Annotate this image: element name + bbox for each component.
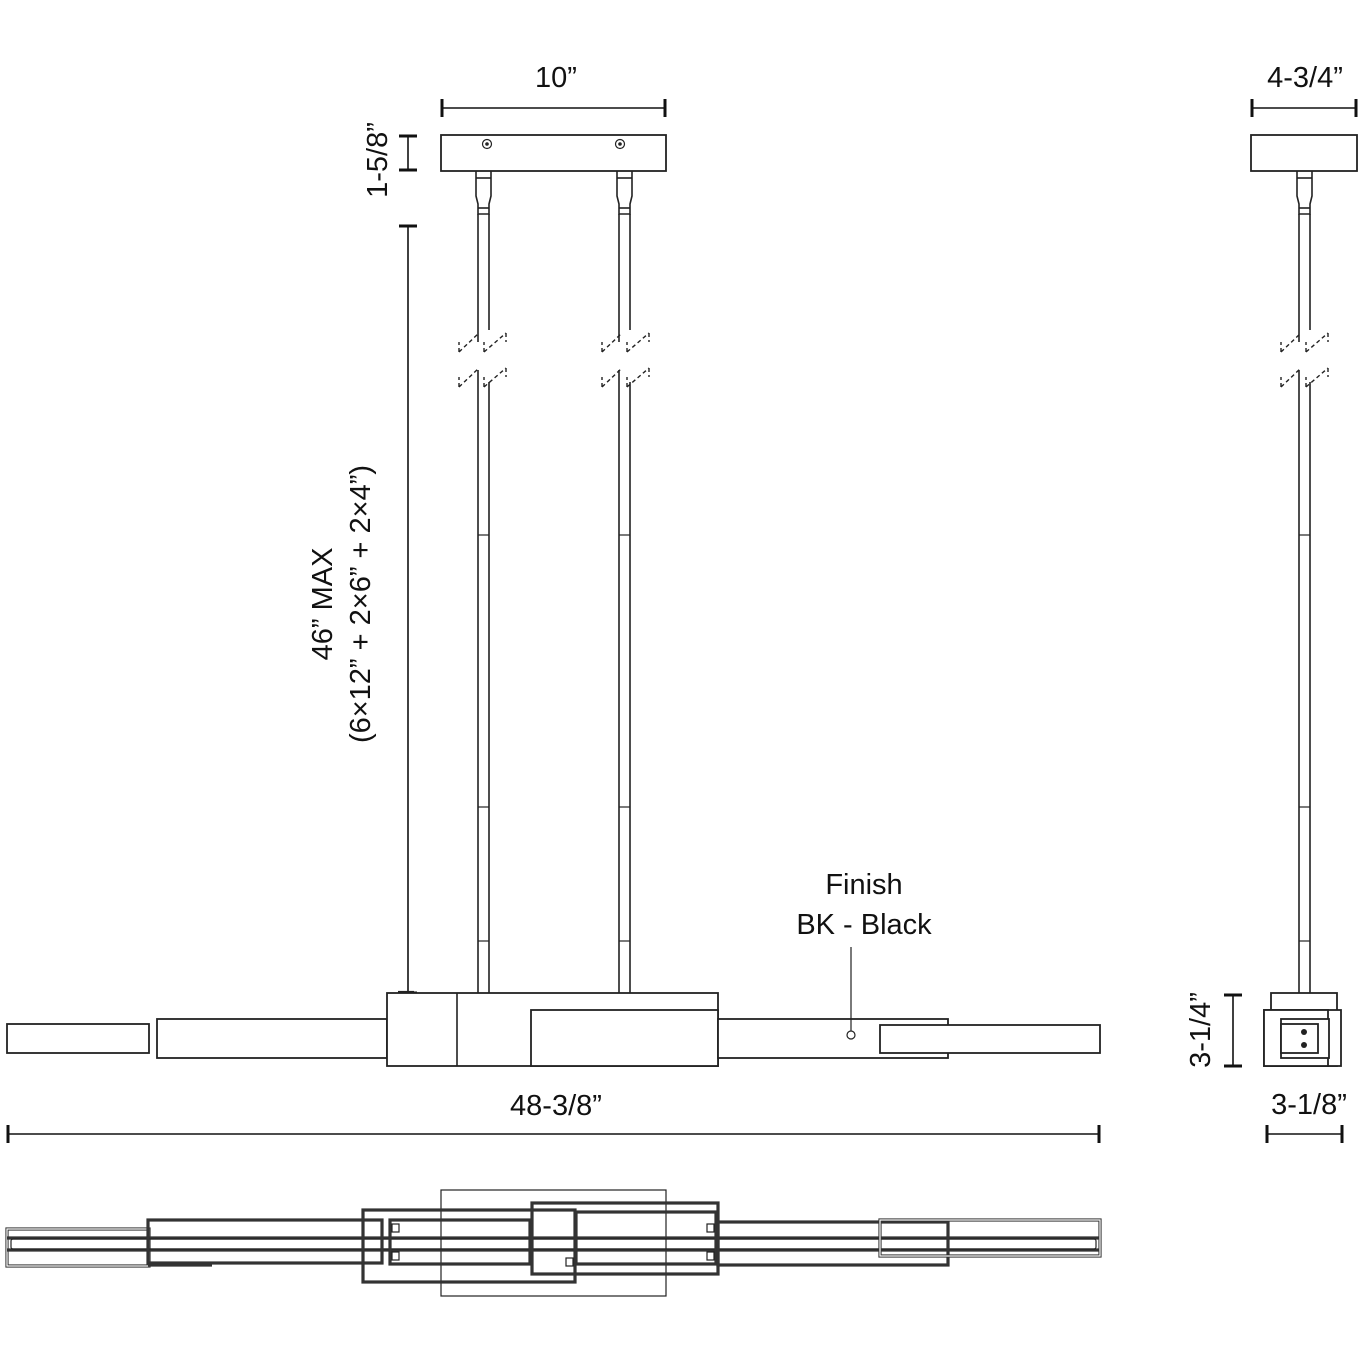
front-elevation: 10” 1-5/8” bbox=[6, 62, 1101, 1143]
overall-drop-label: 46” MAX bbox=[307, 548, 339, 661]
rod-left bbox=[458, 171, 507, 994]
body-depth-dimension: 3-1/8” bbox=[1265, 1089, 1347, 1143]
canopy-length-label: 10” bbox=[535, 62, 577, 94]
side-canopy bbox=[1250, 134, 1358, 172]
side-body bbox=[1263, 992, 1342, 1067]
finish-heading: Finish bbox=[825, 869, 902, 901]
rod-composition-label: (6×12” + 2×6” + 2×4”) bbox=[345, 465, 377, 743]
body-height-dimension: 3-1/4” bbox=[1185, 992, 1242, 1068]
canopy bbox=[440, 134, 667, 172]
overall-drop-dimension: 46” MAX (6×12” + 2×6” + 2×4”) bbox=[307, 224, 417, 995]
canopy-length-dimension: 10” bbox=[440, 62, 667, 117]
plan-view bbox=[5, 1189, 1102, 1297]
side-elevation: 4-3/4” bbox=[1185, 62, 1358, 1143]
overall-length-label: 48-3/8” bbox=[510, 1090, 602, 1122]
rod-right bbox=[601, 171, 650, 994]
canopy-height-label: 1-5/8” bbox=[362, 122, 394, 198]
side-rod bbox=[1280, 171, 1329, 994]
finish-value: BK - Black bbox=[796, 909, 932, 941]
overall-length-dimension: 48-3/8” bbox=[6, 1090, 1101, 1143]
body-depth-label: 3-1/8” bbox=[1271, 1089, 1347, 1121]
canopy-depth-dimension: 4-3/4” bbox=[1250, 62, 1358, 117]
canopy-height-dimension: 1-5/8” bbox=[362, 122, 417, 198]
canopy-depth-label: 4-3/4” bbox=[1267, 62, 1343, 94]
body-height-label: 3-1/4” bbox=[1185, 992, 1217, 1068]
fixture-body bbox=[6, 990, 1101, 1067]
finish-callout: Finish BK - Black bbox=[796, 869, 932, 1031]
